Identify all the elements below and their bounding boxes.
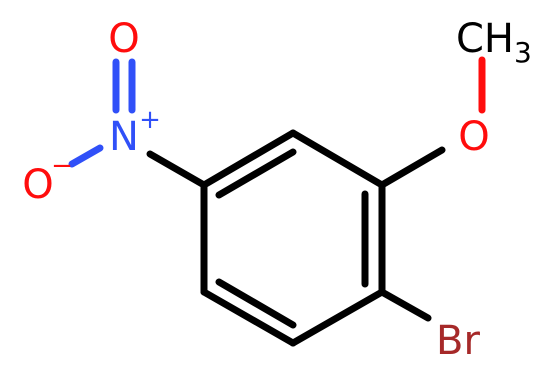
atom-ch3-subscript: 3 <box>514 36 532 69</box>
atom-o-left-charge: − <box>51 151 73 181</box>
bond-c4-n <box>146 150 208 189</box>
atom-ch3-c: CH <box>456 16 514 62</box>
bond-c1-br <box>378 288 432 322</box>
bonds <box>68 56 486 347</box>
atom-o-left: O <box>22 162 53 208</box>
bond-c2-o <box>378 146 446 189</box>
atom-br: Br <box>436 318 480 364</box>
bond-c3-c4 <box>200 129 297 189</box>
bond-n-o-left <box>68 144 104 168</box>
bond-c6-c1 <box>289 288 386 347</box>
bond-c5-c6 <box>200 288 297 347</box>
atom-o-methoxy: O <box>458 114 489 160</box>
atom-o-top: O <box>108 16 139 62</box>
atom-n: N <box>109 114 139 160</box>
bond-c5-c6-inner <box>215 278 297 329</box>
atom-n-charge: + <box>139 105 161 135</box>
bond-c3-c4-inner <box>215 148 297 199</box>
atom-ch3: CH3 <box>456 16 532 69</box>
bond-c2-c3 <box>289 129 386 189</box>
